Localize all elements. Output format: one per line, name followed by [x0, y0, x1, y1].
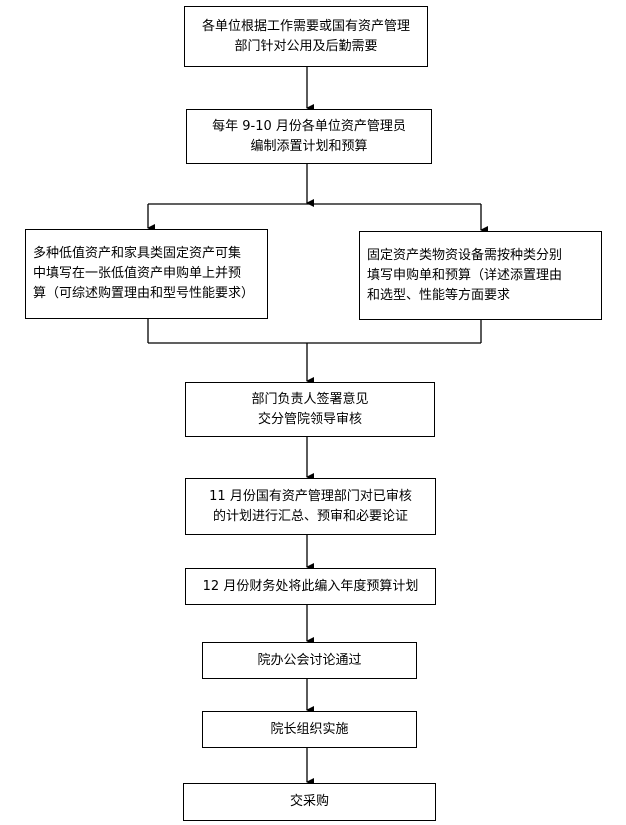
step-5-text: 11 月份国有资产管理部门对已审核 的计划进行汇总、预审和必要论证 [209, 488, 412, 524]
step-8-box: 院长组织实施 [202, 711, 417, 748]
step-7-box: 院办公会讨论通过 [202, 642, 417, 679]
step-4-box: 部门负责人签署意见 交分管院领导审核 [185, 382, 435, 437]
step-3-right-box: 固定资产类物资设备需按种类分别 填写申购单和预算（详述添置理由 和选型、性能等方… [359, 231, 602, 320]
step-6-box: 12 月份财务处将此编入年度预算计划 [185, 568, 436, 605]
step-3-right-text: 固定资产类物资设备需按种类分别 填写申购单和预算（详述添置理由 和选型、性能等方… [367, 247, 563, 303]
step-7-text: 院办公会讨论通过 [257, 652, 362, 668]
step-3-left-text: 多种低值资产和家具类固定资产可集 中填写在一张低值资产申购单上并预 算（可综述购… [33, 246, 255, 301]
step-9-text: 交采购 [289, 794, 329, 809]
step-2-text: 每年 9-10 月份各单位资产管理员 编制添置计划和预算 [212, 118, 406, 154]
step-1-box: 各单位根据工作需要或国有资产管理 部门针对公用及后勤需要 [184, 6, 428, 67]
step-8-text: 院长组织实施 [270, 721, 349, 737]
step-9-box: 交采购 [183, 783, 436, 821]
step-4-text: 部门负责人签署意见 交分管院领导审核 [251, 391, 369, 427]
step-5-box: 11 月份国有资产管理部门对已审核 的计划进行汇总、预审和必要论证 [185, 478, 436, 535]
step-2-box: 每年 9-10 月份各单位资产管理员 编制添置计划和预算 [186, 109, 432, 164]
step-1-text: 各单位根据工作需要或国有资产管理 部门针对公用及后勤需要 [201, 18, 410, 54]
step-6-text: 12 月份财务处将此编入年度预算计划 [202, 578, 419, 594]
step-3-left-box: 多种低值资产和家具类固定资产可集 中填写在一张低值资产申购单上并预 算（可综述购… [25, 229, 268, 319]
